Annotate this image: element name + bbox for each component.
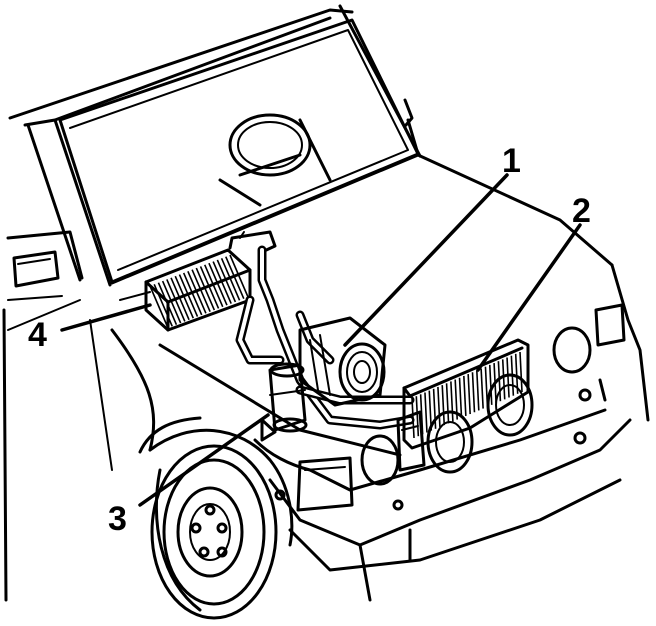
- callout-3: 3: [108, 500, 127, 538]
- callout-leaders: [60, 173, 582, 507]
- leader-line-1: [343, 173, 509, 347]
- callout-labels: 1 2 3 4: [28, 142, 591, 538]
- front-wheel: [150, 444, 278, 620]
- evaporator-unit: [144, 230, 277, 332]
- steering-wheel: [218, 113, 332, 207]
- callout-1: 1: [502, 142, 521, 180]
- condenser-assembly: [396, 338, 534, 474]
- leader-line-4: [60, 303, 152, 332]
- leader-line-3: [138, 413, 270, 507]
- callout-2: 2: [572, 192, 591, 230]
- callout-4: 4: [28, 316, 47, 354]
- receiver-drier: [260, 362, 308, 442]
- vehicle-body: [2, 4, 650, 602]
- leader-line-2: [476, 223, 582, 372]
